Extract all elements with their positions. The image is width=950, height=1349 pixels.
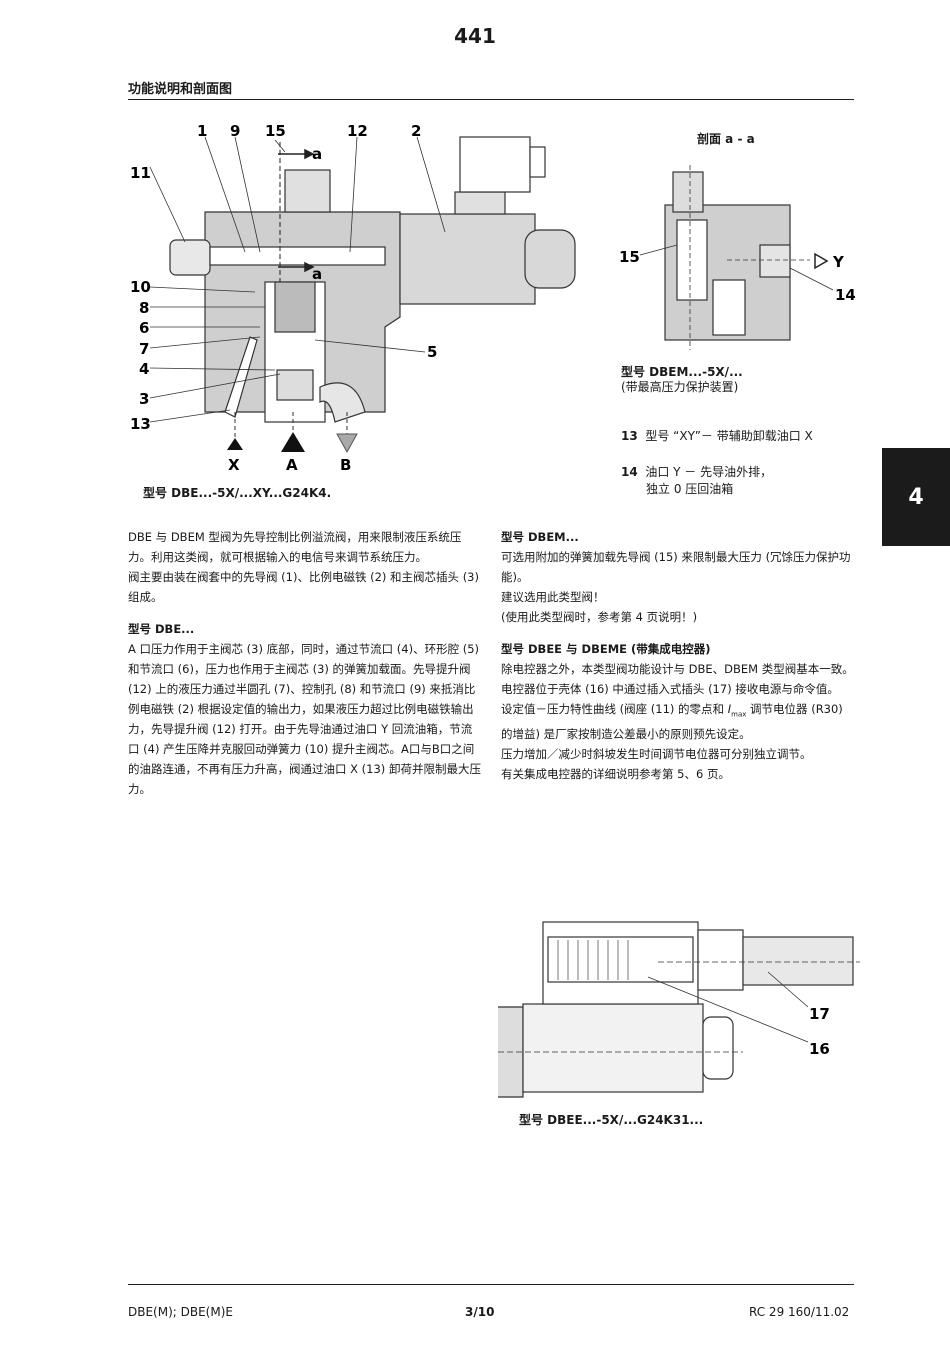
dbem-note: (使用此类型阀时，参考第 4 页说明！) <box>501 610 698 624</box>
callout-2: 2 <box>411 122 421 140</box>
legend-num-14: 14 <box>621 465 638 479</box>
callout-16: 16 <box>809 1040 830 1058</box>
header-rule <box>128 99 854 100</box>
dbee-paragraph-2: 设定值－压力特性曲线 (阀座 (11) 的零点和 Imax 调节电位器 (R30… <box>501 699 855 744</box>
chapter-tab: 4 <box>882 448 950 546</box>
footer-rule <box>128 1284 854 1285</box>
section-caption-line2: (带最高压力保护装置) <box>621 380 739 394</box>
port-x-label: X <box>228 456 240 474</box>
section-title: 功能说明和剖面图 <box>128 82 233 97</box>
port-y-arrow <box>814 252 829 270</box>
section-callout-14: 14 <box>835 286 855 304</box>
footer-left: DBE(M); DBE(M)E <box>128 1305 233 1319</box>
callout-9: 9 <box>230 122 240 140</box>
section-callout-15: 15 <box>619 248 640 266</box>
page-number: 441 <box>454 24 496 48</box>
section-figure-title: 剖面 a - a <box>697 132 755 146</box>
valve-cross-section-figure: 1 9 15 12 2 11 10 8 6 7 4 3 13 5 a a X A… <box>130 122 576 474</box>
dbee-paragraph-1: 除电控器之外，本类型阀功能设计与 DBE、DBEM 类型阀基本一致。电控器位于壳… <box>501 662 854 696</box>
integrated-electronics-figure: 17 16 <box>498 921 860 1098</box>
legend-text-14: 油口 Y － 先导油外排， <box>645 465 773 479</box>
dbem-paragraph: 可选用附加的弹簧加载先导阀 (15) 来限制最大压力 (冗馀压力保护功能)。 <box>501 550 851 584</box>
callout-8: 8 <box>139 299 149 317</box>
dbe-heading: 型号 DBE... <box>128 622 195 636</box>
callout-11: 11 <box>130 164 151 182</box>
section-aa-figure: 15 Y 14 <box>619 165 855 350</box>
legend-item-13: 13 型号 “XY”－ 带辅助卸载油口 X <box>621 428 813 445</box>
callout-3: 3 <box>139 390 149 408</box>
imax-symbol: I <box>727 702 732 716</box>
legend-item-14: 14 油口 Y － 先导油外排， 独立 0 压回油箱 <box>621 464 772 498</box>
dbee-paragraph-4: 有关集成电控器的详细说明参考第 5、6 页。 <box>501 767 730 782</box>
section-mark-a-top: a <box>312 145 322 163</box>
section-mark-a-bottom: a <box>312 265 322 283</box>
callout-5: 5 <box>427 343 437 361</box>
imax-subscript: max <box>731 710 747 719</box>
callout-10: 10 <box>130 278 151 296</box>
callout-15: 15 <box>265 122 286 140</box>
left-text-column: DBE 与 DBEM 型阀为先导控制比例溢流阀，用来限制液压系统压力。利用这类阀… <box>128 527 482 799</box>
port-b-label: B <box>340 456 351 474</box>
port-a-label: A <box>286 456 298 474</box>
legend-text-13: 型号 “XY”－ 带辅助卸载油口 X <box>645 429 813 443</box>
intro-paragraph-2: 阀主要由装在阀套中的先导阀 (1)、比例电磁铁 (2) 和主阀芯插头 (3) 组… <box>128 570 479 604</box>
port-y-label: Y <box>832 253 845 271</box>
intro-paragraph-1: DBE 与 DBEM 型阀为先导控制比例溢流阀，用来限制液压系统压力。利用这类阀… <box>128 530 462 564</box>
legend-text-14b: 独立 0 压回油箱 <box>646 482 734 496</box>
port-x-arrow <box>227 438 243 450</box>
dbee-paragraph-3: 压力增加／减少时斜坡发生时间调节电位器可分别独立调节。 <box>501 747 812 762</box>
bottom-figure-caption: 型号 DBEE...-5X/...G24K31... <box>519 1113 704 1127</box>
dbem-recommend: 建议选用此类型阀！ <box>501 590 605 604</box>
section-caption-line1: 型号 DBEM...-5X/... <box>621 365 743 379</box>
callout-12: 12 <box>347 122 368 140</box>
legend-num-13: 13 <box>621 429 638 443</box>
callout-6: 6 <box>139 319 149 337</box>
callout-13: 13 <box>130 415 151 433</box>
dbe-paragraph: A 口压力作用于主阀芯 (3) 底部，同时，通过节流口 (4)、环形腔 (5) … <box>128 642 481 796</box>
main-figure-caption: 型号 DBE...-5X/...XY...G24K4. <box>143 486 332 500</box>
footer-page: 3/10 <box>465 1305 495 1319</box>
port-b-arrow <box>336 433 358 454</box>
port-a-arrow <box>281 432 305 452</box>
callout-17: 17 <box>809 1005 830 1023</box>
dbem-heading: 型号 DBEM... <box>501 530 579 544</box>
dbee-paragraph-2b: 调节电位器 (R30) 的增益) 是厂家按制造公差最小的原则预先设定。 <box>501 702 843 742</box>
callout-4: 4 <box>139 360 149 378</box>
footer-right: RC 29 160/11.02 <box>749 1305 850 1319</box>
dbee-paragraph-2a: 设定值－压力特性曲线 (阀座 (11) 的零点和 <box>501 702 728 716</box>
dbee-heading: 型号 DBEE 与 DBEME (带集成电控器) <box>501 642 711 656</box>
callout-7: 7 <box>139 340 149 358</box>
callout-1: 1 <box>197 122 207 140</box>
right-text-column: 型号 DBEM... 可选用附加的弹簧加载先导阀 (15) 来限制最大压力 (冗… <box>501 527 855 784</box>
